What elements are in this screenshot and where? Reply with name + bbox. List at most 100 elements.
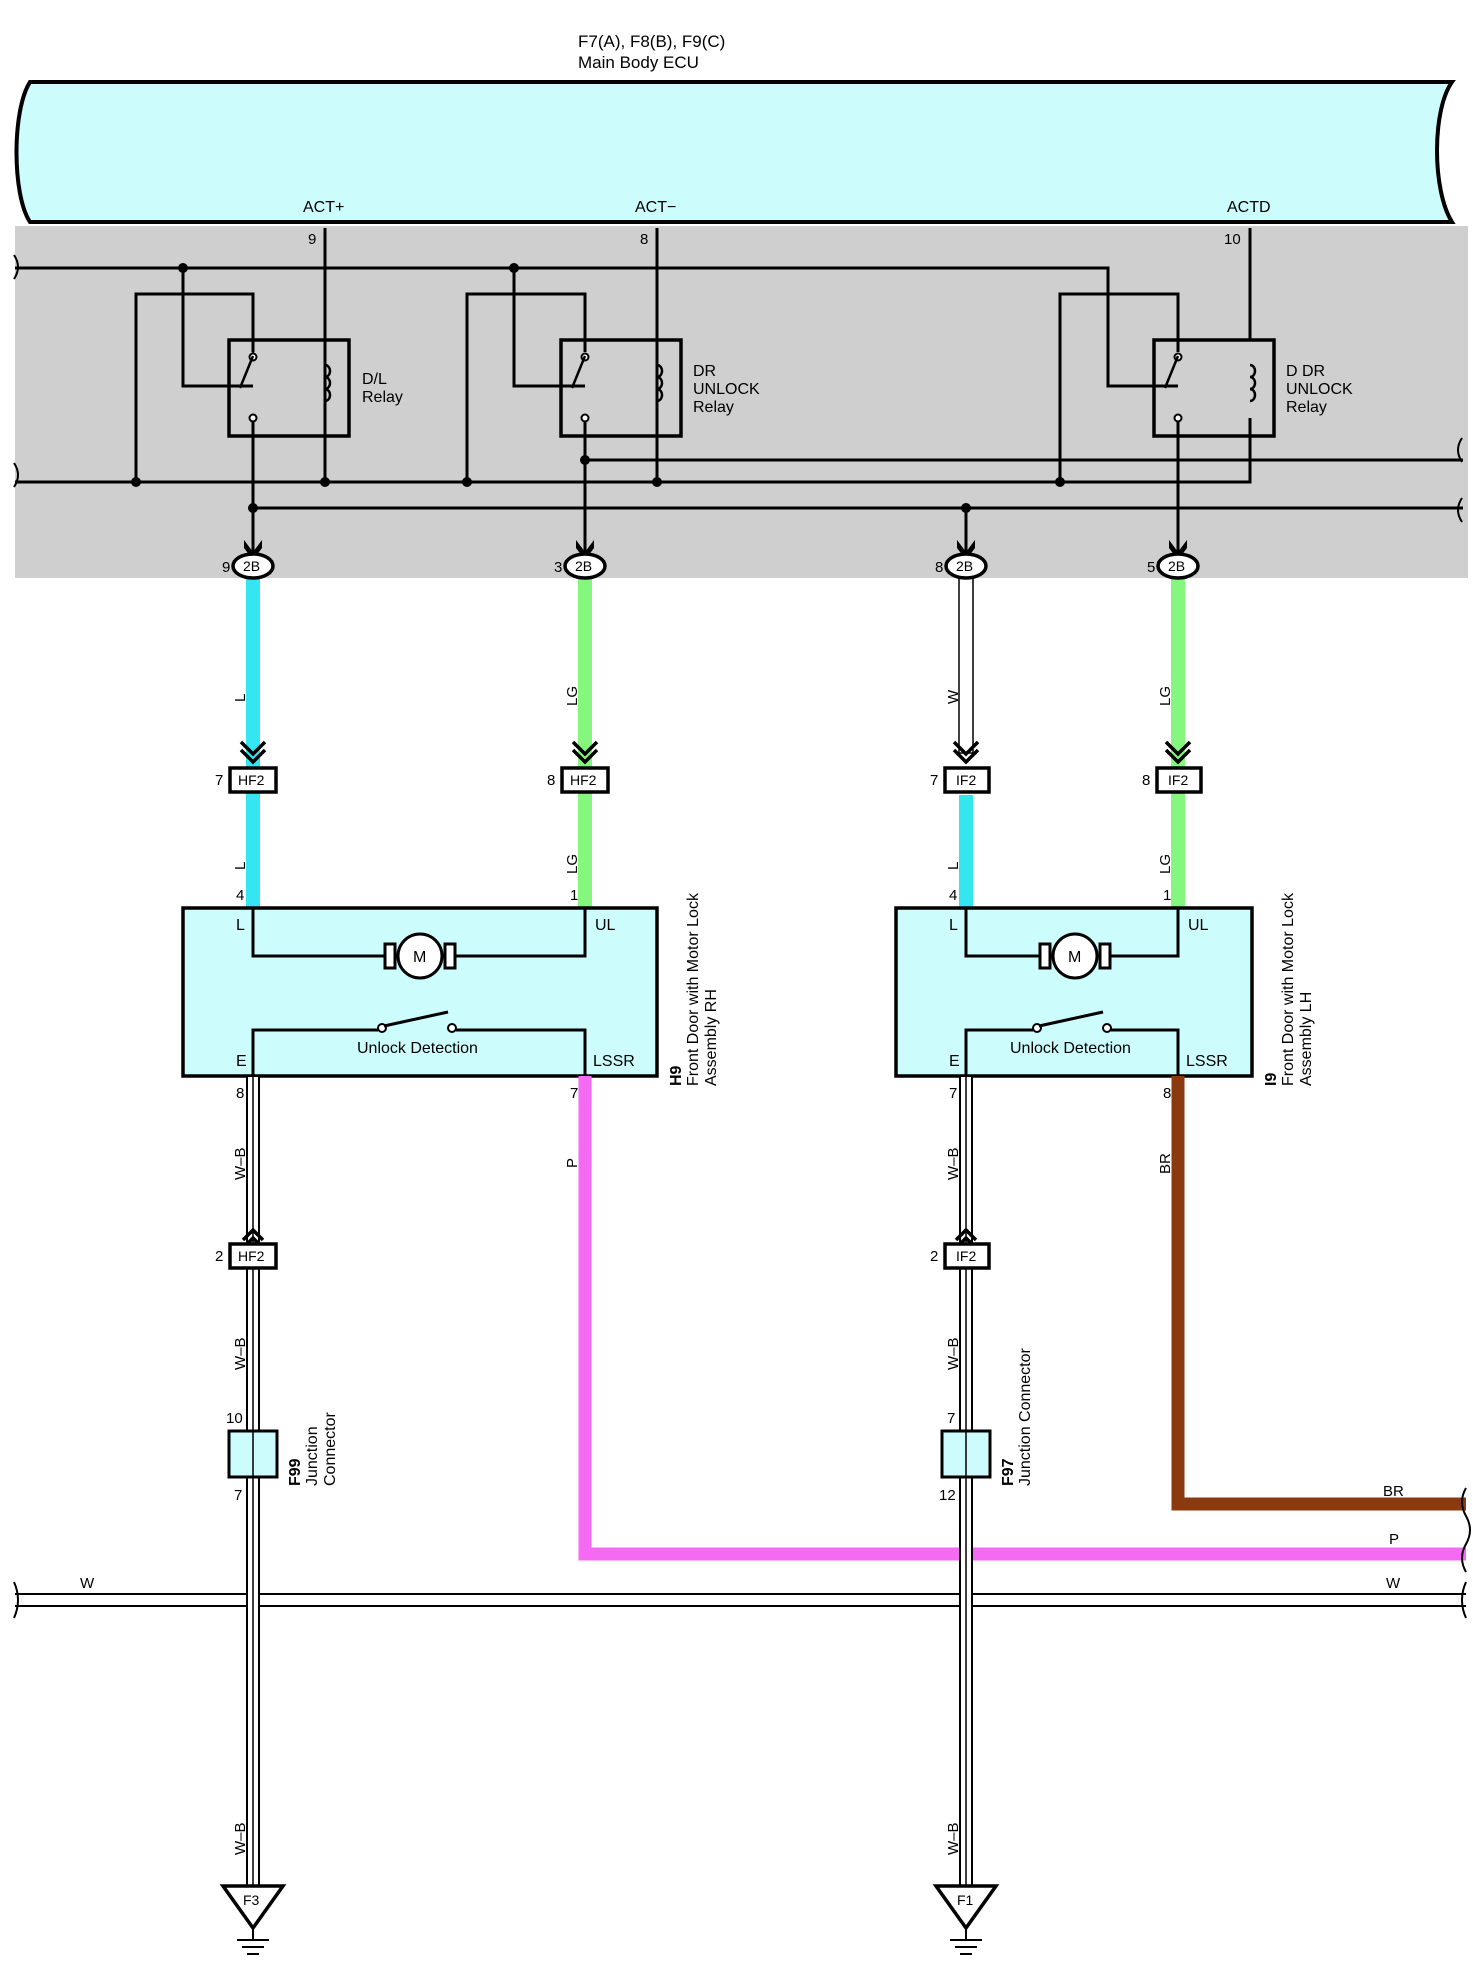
relay-dr-label-2: UNLOCK xyxy=(693,381,760,398)
svg-text:8: 8 xyxy=(236,1085,244,1102)
connectors-2b: 2B 9 2B 3 2B 8 2B 5 xyxy=(222,552,1200,580)
ground-wires: HF2 2 W–B W–B W–B IF2 2 W–B W–B W–B xyxy=(215,1075,991,1887)
svg-text:Front Door with Motor Lock: Front Door with Motor Lock xyxy=(685,892,702,1086)
relay-ddr-label-2: UNLOCK xyxy=(1286,381,1353,398)
svg-text:F1: F1 xyxy=(957,1892,974,1908)
relay-dr-unlock: DR UNLOCK Relay xyxy=(559,338,760,438)
svg-text:W–B: W–B xyxy=(945,1822,962,1855)
connector-2b-9: 2B 9 xyxy=(222,552,275,580)
svg-text:W: W xyxy=(945,689,962,704)
ground-wire-rh: HF2 2 W–B W–B W–B xyxy=(215,1075,278,1887)
svg-text:2B: 2B xyxy=(1168,558,1185,574)
inline-hf2-7: HF2 7 xyxy=(215,740,278,794)
junction-f99: 10 7 F99 Junction Connector xyxy=(226,1410,339,1504)
svg-text:7: 7 xyxy=(234,1487,242,1504)
connector-2b-5: 2B 5 xyxy=(1147,552,1200,580)
svg-text:Assembly RH: Assembly RH xyxy=(703,989,720,1086)
svg-text:L: L xyxy=(236,917,245,934)
svg-text:1: 1 xyxy=(570,887,578,904)
svg-text:LSSR: LSSR xyxy=(1186,1053,1228,1070)
svg-text:W–B: W–B xyxy=(232,1822,249,1855)
door-rh: M Unlock Detection L UL E LSSR 4 1 8 7 H… xyxy=(181,887,720,1102)
svg-text:W: W xyxy=(80,1575,95,1592)
svg-text:UL: UL xyxy=(595,917,616,934)
ecu-title: F7(A), F8(B), F9(C) xyxy=(578,32,725,51)
ecu-pin-act-minus: 8 xyxy=(640,231,648,248)
svg-text:L: L xyxy=(232,694,249,702)
svg-text:Unlock Detection: Unlock Detection xyxy=(1010,1040,1131,1057)
svg-text:F3: F3 xyxy=(243,1892,260,1908)
svg-text:HF2: HF2 xyxy=(238,1248,265,1264)
svg-text:8: 8 xyxy=(547,772,555,789)
junction-f97: 7 12 F97 Junction Connector xyxy=(939,1347,1034,1504)
relay-dl-label-2: Relay xyxy=(362,389,403,406)
signal-wires: P BR BR P xyxy=(564,1076,1471,1573)
ground-f1: F1 xyxy=(932,1884,1000,1955)
svg-text:8: 8 xyxy=(1163,1085,1171,1102)
ecu-terminal-act-minus: ACT− xyxy=(635,199,676,216)
relay-dl: D/L Relay xyxy=(227,338,403,438)
ecu-terminal-actd: ACTD xyxy=(1227,199,1271,216)
svg-text:2: 2 xyxy=(930,1248,938,1265)
svg-text:12: 12 xyxy=(939,1487,956,1504)
svg-text:Junction Connector: Junction Connector xyxy=(1017,1347,1034,1486)
svg-text:10: 10 xyxy=(226,1410,243,1427)
svg-text:W–B: W–B xyxy=(232,1147,249,1180)
svg-text:L: L xyxy=(232,862,249,870)
svg-text:5: 5 xyxy=(1147,559,1155,576)
svg-text:LSSR: LSSR xyxy=(593,1053,635,1070)
ecu-terminal-act-plus: ACT+ xyxy=(303,199,344,216)
inline-hf2-8: HF2 8 xyxy=(547,740,610,794)
svg-text:Unlock Detection: Unlock Detection xyxy=(357,1040,478,1057)
svg-text:I9: I9 xyxy=(1263,1073,1280,1086)
inline-if2-8: IF2 8 xyxy=(1142,740,1203,794)
svg-text:W–B: W–B xyxy=(232,1337,249,1370)
svg-text:BR: BR xyxy=(1157,1153,1174,1174)
svg-text:L: L xyxy=(949,917,958,934)
svg-text:LG: LG xyxy=(564,686,581,706)
relay-ddr-label-1: D DR xyxy=(1286,363,1325,380)
svg-text:8: 8 xyxy=(1142,772,1150,789)
svg-text:M: M xyxy=(1068,949,1081,966)
svg-text:7: 7 xyxy=(570,1085,578,1102)
svg-text:F99: F99 xyxy=(287,1458,304,1486)
inline-if2-7: IF2 7 xyxy=(930,740,991,794)
svg-text:W: W xyxy=(1386,1575,1401,1592)
wires-upper xyxy=(246,577,1185,908)
svg-text:LG: LG xyxy=(1157,854,1174,874)
svg-text:1: 1 xyxy=(1163,887,1171,904)
svg-text:HF2: HF2 xyxy=(238,772,265,788)
svg-text:W–B: W–B xyxy=(945,1147,962,1180)
connector-2b-3: 2B 3 xyxy=(554,552,607,580)
relay-dr-label-3: Relay xyxy=(693,399,734,416)
svg-text:7: 7 xyxy=(930,772,938,789)
svg-text:IF2: IF2 xyxy=(1168,772,1188,788)
relay-ddr-label-3: Relay xyxy=(1286,399,1327,416)
svg-text:L: L xyxy=(945,862,962,870)
svg-text:3: 3 xyxy=(554,559,562,576)
svg-text:7: 7 xyxy=(947,1410,955,1427)
svg-text:IF2: IF2 xyxy=(956,1248,976,1264)
svg-text:P: P xyxy=(1389,1531,1399,1548)
relay-dl-label-1: D/L xyxy=(362,371,387,388)
svg-text:UL: UL xyxy=(1188,917,1209,934)
svg-text:E: E xyxy=(949,1053,960,1070)
ecu-body xyxy=(14,80,1456,224)
ecu-pin-act-plus: 9 xyxy=(308,231,316,248)
svg-text:7: 7 xyxy=(215,772,223,789)
relay-dr-label-1: DR xyxy=(693,363,716,380)
white-bus: W W xyxy=(13,1575,1467,1619)
svg-text:Front Door with Motor Lock: Front Door with Motor Lock xyxy=(1280,892,1297,1086)
inline-connectors: HF2 7 HF2 8 IF2 7 IF2 8 xyxy=(215,740,1203,794)
svg-text:LG: LG xyxy=(1157,686,1174,706)
svg-text:HF2: HF2 xyxy=(570,772,597,788)
relay-d-dr-unlock: D DR UNLOCK Relay xyxy=(1152,338,1353,438)
ecu-name: Main Body ECU xyxy=(578,53,699,72)
svg-text:2B: 2B xyxy=(956,558,973,574)
svg-text:E: E xyxy=(236,1053,247,1070)
svg-text:4: 4 xyxy=(949,887,957,904)
svg-text:4: 4 xyxy=(236,887,244,904)
svg-text:M: M xyxy=(413,949,426,966)
ground-f3: F3 xyxy=(219,1884,287,1955)
